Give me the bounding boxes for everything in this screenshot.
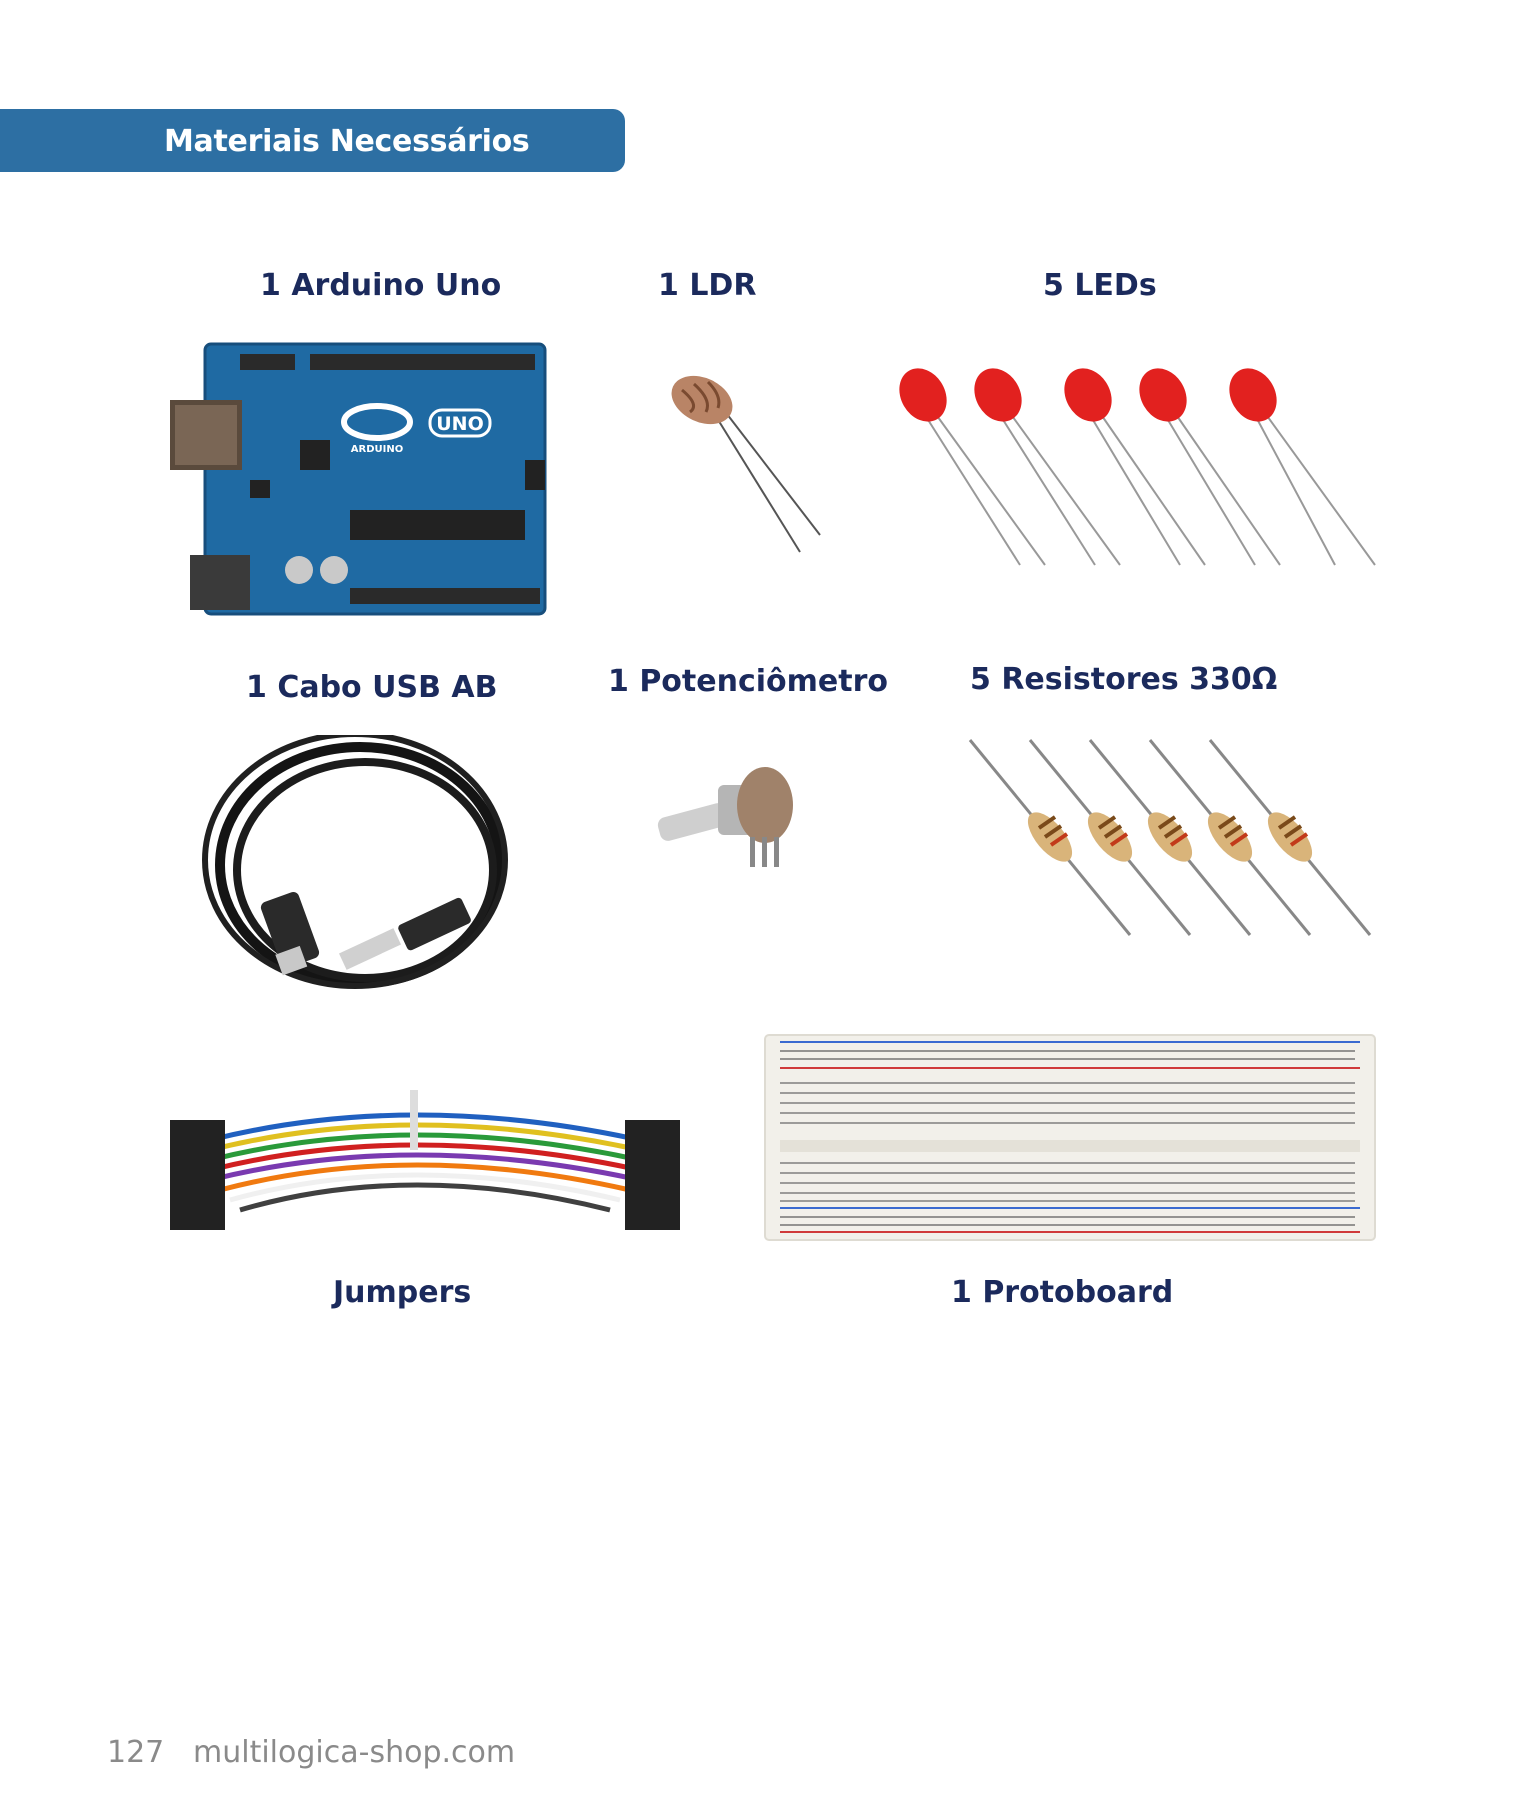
label-resistors: 5 Resistores 330Ω [970, 662, 1278, 697]
label-leds: 5 LEDs [1043, 268, 1157, 303]
leds-image [899, 368, 1376, 566]
resistors-image [968, 739, 1372, 936]
footer-url: multilogica-shop.com [193, 1735, 516, 1770]
label-potentiometer: 1 Potenciômetro [608, 664, 888, 699]
label-protoboard: 1 Protoboard [951, 1275, 1174, 1310]
jumpers-image [170, 1090, 680, 1230]
arduino-brand-logo: ARDUINO [351, 444, 403, 455]
label-jumpers: Jumpers [333, 1275, 472, 1310]
arduino-model-logo: UNO [436, 413, 483, 435]
label-usb-cable: 1 Cabo USB AB [246, 670, 498, 705]
potentiometer-image [657, 767, 793, 867]
ldr-image [671, 375, 821, 553]
page-number: 127 [107, 1735, 165, 1770]
protoboard-image [764, 1034, 1376, 1241]
label-arduino-uno: 1 Arduino Uno [260, 268, 502, 303]
section-title: Materiais Necessários [164, 124, 530, 159]
arduino-uno-image: UNO ARDUINO [170, 342, 547, 616]
label-ldr: 1 LDR [658, 268, 757, 303]
section-header-bar [0, 109, 625, 172]
usb-cable-image [202, 735, 508, 989]
